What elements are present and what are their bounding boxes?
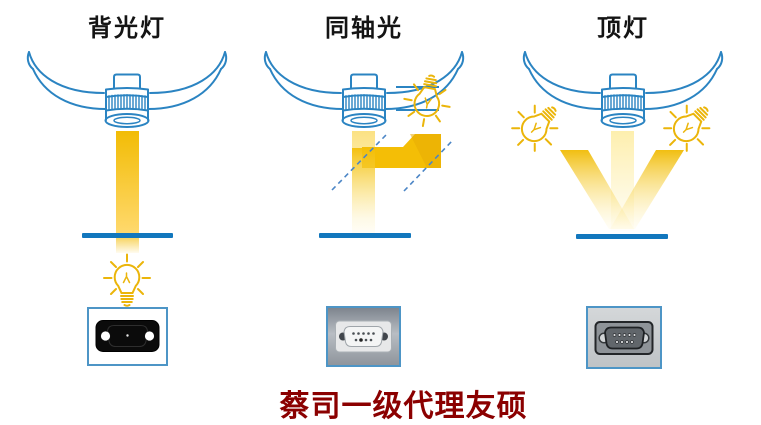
stage-line [576, 234, 668, 239]
light-beam-down [352, 148, 375, 218]
panel-title-backlight: 背光灯 [88, 15, 166, 42]
light-beam [116, 131, 139, 234]
light-beam-right [610, 150, 684, 229]
sample-photo-toplight [586, 306, 662, 369]
footer-watermark-text: 蔡司一级代理友硕 [279, 390, 528, 423]
bulb-icon [399, 70, 456, 132]
coaxial-beam-graphic [331, 134, 454, 218]
toplight-beam-graphic [560, 150, 684, 229]
light-beam-left [560, 150, 634, 229]
sample-photo-coaxial [326, 306, 401, 367]
beam-splitter-dashes [331, 134, 454, 192]
light-beam-reflection [410, 134, 441, 168]
stage-line [319, 233, 411, 238]
light-beam-below-stage [116, 237, 139, 253]
coaxial-attachment-line [396, 86, 439, 89]
panel-title-coaxial: 同轴光 [325, 15, 403, 42]
panel-title-toplight: 顶灯 [597, 15, 649, 42]
sample-photo-backlight [87, 307, 168, 366]
stage-line [82, 233, 173, 238]
